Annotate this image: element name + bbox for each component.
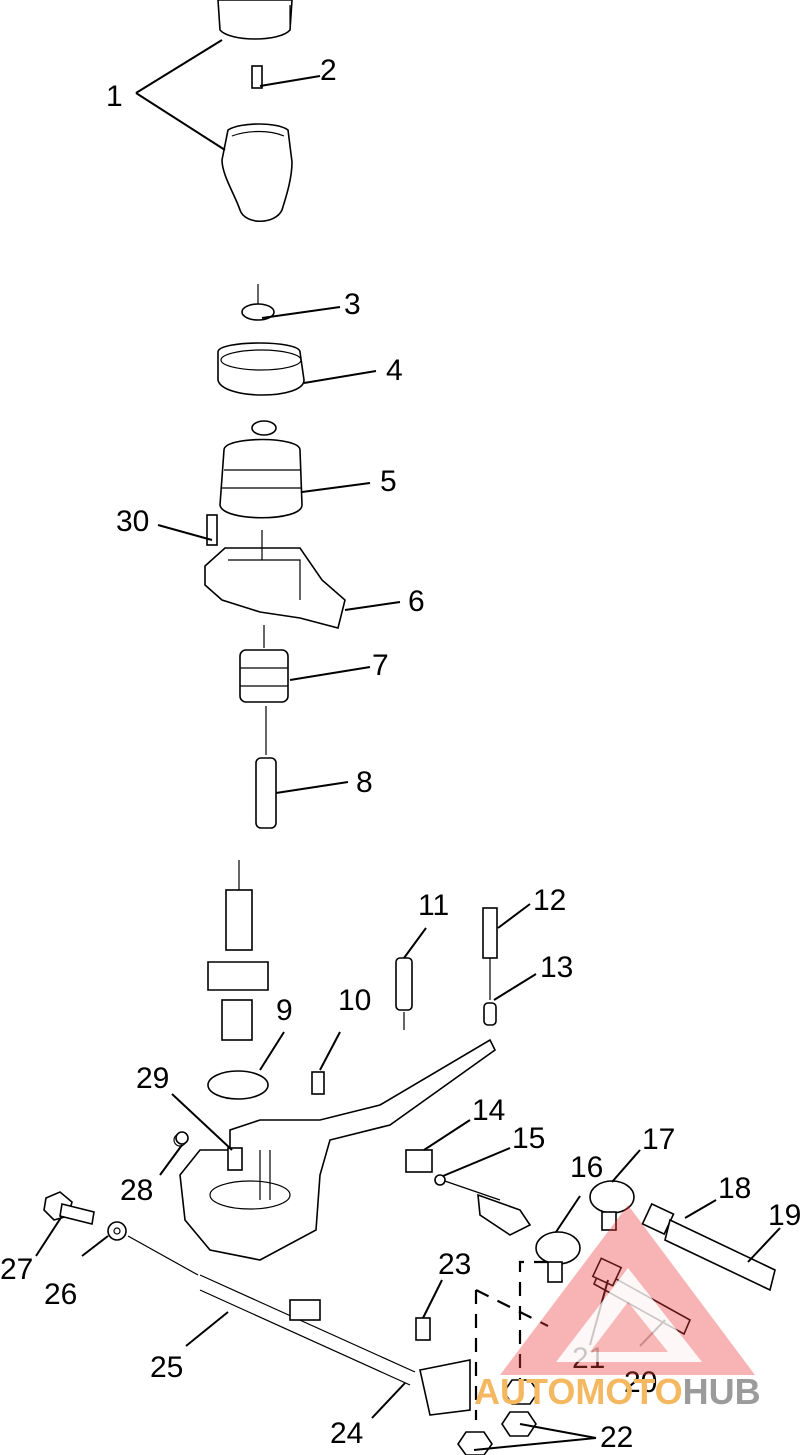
- label-18: 18: [718, 1172, 751, 1205]
- part-19-tie-rod: [664, 1218, 776, 1292]
- part-29-bolt: [227, 1147, 243, 1171]
- label-14: 14: [472, 1094, 505, 1127]
- part-27-bolt: [43, 1191, 95, 1225]
- part-13-cap: [483, 1002, 497, 1026]
- watermark-text-auto: AUTOMOTO: [474, 1371, 683, 1412]
- label-7: 7: [372, 649, 389, 682]
- part-7-bushing: [239, 625, 289, 703]
- label-6: 6: [408, 585, 425, 618]
- label-9: 9: [276, 994, 293, 1027]
- label-20: 20: [624, 1366, 657, 1399]
- part-9-nut: [207, 1070, 269, 1100]
- part-17-ball-joint: [589, 1180, 635, 1231]
- watermark-text-hub: HUB: [683, 1371, 761, 1412]
- label-12: 12: [533, 884, 566, 917]
- steering-shaft: [207, 860, 269, 1041]
- part-23-cotter-pin: [415, 1317, 431, 1341]
- part-24-spindle: [419, 1359, 471, 1416]
- part-3-washer: [241, 284, 275, 321]
- label-17: 17: [642, 1123, 675, 1156]
- part-28-clip: [175, 1131, 189, 1145]
- part-16-ball-joint: [535, 1231, 581, 1283]
- label-15: 15: [512, 1122, 545, 1155]
- label-16: 16: [570, 1151, 603, 1184]
- part-30-bolt: [206, 514, 218, 546]
- part-8-pin: [255, 706, 277, 829]
- part-14-tie-rod-end: [405, 1149, 433, 1173]
- label-27: 27: [0, 1253, 33, 1286]
- label-30: 30: [116, 505, 149, 538]
- part-4-ring: [217, 342, 305, 396]
- label-10: 10: [338, 984, 371, 1017]
- part-26-washer: [107, 1221, 199, 1276]
- label-3: 3: [344, 288, 361, 321]
- label-29: 29: [136, 1062, 169, 1095]
- label-2: 2: [320, 54, 337, 87]
- label-24: 24: [330, 1417, 363, 1450]
- dashed-alignment-lines: [474, 1260, 549, 1420]
- label-26: 26: [44, 1278, 77, 1311]
- label-11: 11: [418, 889, 449, 922]
- label-23: 23: [438, 1248, 471, 1281]
- label-25: 25: [150, 1351, 183, 1384]
- part-15-rod: [434, 1174, 532, 1236]
- part-12-threaded-rod: [482, 907, 498, 1000]
- watermark-triangle-inner: [556, 1268, 702, 1362]
- part-1-upper-boot: [217, 0, 293, 40]
- leader-lines: [35, 39, 781, 1451]
- label-5: 5: [380, 465, 397, 498]
- part-1-lower-boot: [221, 123, 293, 223]
- part-5-bearing-housing: [219, 420, 303, 519]
- part-10-spacer: [311, 1071, 325, 1095]
- part-2-screw: [251, 65, 263, 89]
- watermark-text: AUTOMOTOHUB: [474, 1371, 761, 1412]
- part-25-axle-beam: [199, 1274, 416, 1386]
- label-22: 22: [600, 1421, 633, 1454]
- watermark-triangle-core: [590, 1302, 668, 1352]
- label-13: 13: [540, 951, 573, 984]
- label-19: 19: [768, 1199, 800, 1232]
- label-1: 1: [106, 80, 123, 113]
- label-4: 4: [386, 354, 403, 387]
- label-8: 8: [356, 766, 373, 799]
- watermark-logo: [500, 1205, 755, 1375]
- part-6-bracket: [204, 530, 346, 629]
- label-28: 28: [120, 1174, 153, 1207]
- part-labels: 1 2 3 4 5 6 7 8 9 10 11 12 13 14 15 16 1…: [0, 54, 800, 1454]
- part-21-jam-nut: [591, 1257, 623, 1287]
- part-11-stud: [395, 957, 413, 1030]
